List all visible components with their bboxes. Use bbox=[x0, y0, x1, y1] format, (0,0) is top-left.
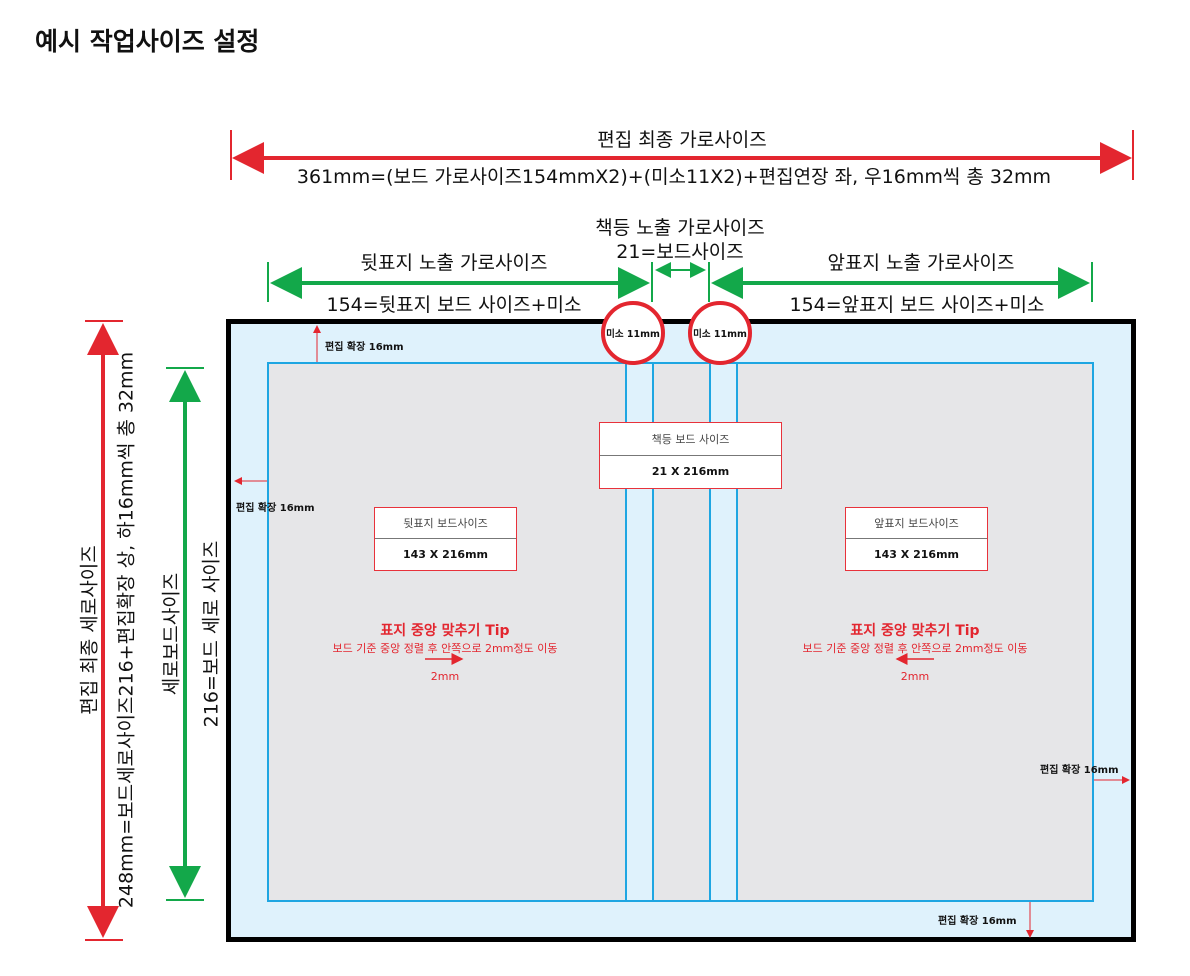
spine-size-value: 21 X 216mm bbox=[651, 465, 730, 479]
back-size-box: 뒷표지 보드사이즈 143 X 216mm bbox=[374, 507, 517, 571]
spine-width-label: 책등 노출 가로사이즈 bbox=[595, 217, 765, 239]
tip-amount: 2mm bbox=[900, 670, 930, 683]
spine-size-box: 책등 보드 사이즈 21 X 216mm bbox=[599, 422, 782, 489]
tip-title: 표지 중앙 맞추기 Tip bbox=[380, 623, 510, 639]
tip-desc: 보드 기준 중앙 정렬 후 안쪽으로 2mm정도 이동 bbox=[802, 642, 1028, 655]
front-width-formula: 154=앞표지 보드 사이즈+미소 bbox=[789, 294, 1045, 316]
front-miso-marker: 미소 11mm bbox=[688, 301, 752, 365]
back-cover-board bbox=[267, 362, 627, 902]
back-center-tip: 표지 중앙 맞추기 Tip 보드 기준 중앙 정렬 후 안쪽으로 2mm정도 이… bbox=[333, 620, 558, 683]
back-miso-label: 미소 11mm bbox=[606, 329, 660, 340]
front-size-label: 앞표지 보드사이즈 bbox=[846, 508, 987, 539]
board-height-label: 세로보드사이즈 bbox=[160, 572, 183, 696]
tip-title: 표지 중앙 맞추기 Tip bbox=[850, 623, 980, 639]
back-width-formula: 154=뒷표지 보드 사이즈+미소 bbox=[326, 294, 582, 316]
front-cover-board bbox=[736, 362, 1094, 902]
spine-size-label: 책등 보드 사이즈 bbox=[600, 423, 781, 456]
back-miso-marker: 미소 11mm bbox=[601, 301, 665, 365]
right-extension-label: 편집 확장 16mm bbox=[1040, 765, 1119, 776]
total-width-formula: 361mm=(보드 가로사이즈154mmX2)+(미소11X2)+편집연장 좌,… bbox=[296, 166, 1052, 188]
total-height-formula: 248mm=보드세로사이즈216+편집확장 상, 하16mm씩 총 32mm bbox=[115, 351, 138, 909]
front-width-label: 앞표지 노출 가로사이즈 bbox=[827, 252, 1015, 274]
bottom-extension-label: 편집 확장 16mm bbox=[938, 916, 1017, 927]
front-center-tip: 표지 중앙 맞추기 Tip 보드 기준 중앙 정렬 후 안쪽으로 2mm정도 이… bbox=[803, 620, 1028, 683]
total-width-label: 편집 최종 가로사이즈 bbox=[597, 129, 767, 151]
back-size-label: 뒷표지 보드사이즈 bbox=[375, 508, 516, 539]
back-size-value: 143 X 216mm bbox=[403, 548, 488, 561]
front-miso-label: 미소 11mm bbox=[693, 329, 747, 340]
front-size-value: 143 X 216mm bbox=[874, 548, 959, 561]
left-extension-label: 편집 확장 16mm bbox=[236, 503, 315, 514]
tip-amount: 2mm bbox=[430, 670, 460, 683]
board-height-formula: 216=보드 세로 사이즈 bbox=[200, 540, 223, 728]
spine-width-formula: 21=보드사이즈 bbox=[616, 241, 744, 263]
front-size-box: 앞표지 보드사이즈 143 X 216mm bbox=[845, 507, 988, 571]
page-title: 예시 작업사이즈 설정 bbox=[35, 27, 260, 56]
top-extension-label: 편집 확장 16mm bbox=[325, 342, 404, 353]
back-width-label: 뒷표지 노출 가로사이즈 bbox=[360, 252, 548, 274]
total-height-label: 편집 최종 세로사이즈 bbox=[78, 545, 101, 715]
tip-desc: 보드 기준 중앙 정렬 후 안쪽으로 2mm정도 이동 bbox=[332, 642, 558, 655]
